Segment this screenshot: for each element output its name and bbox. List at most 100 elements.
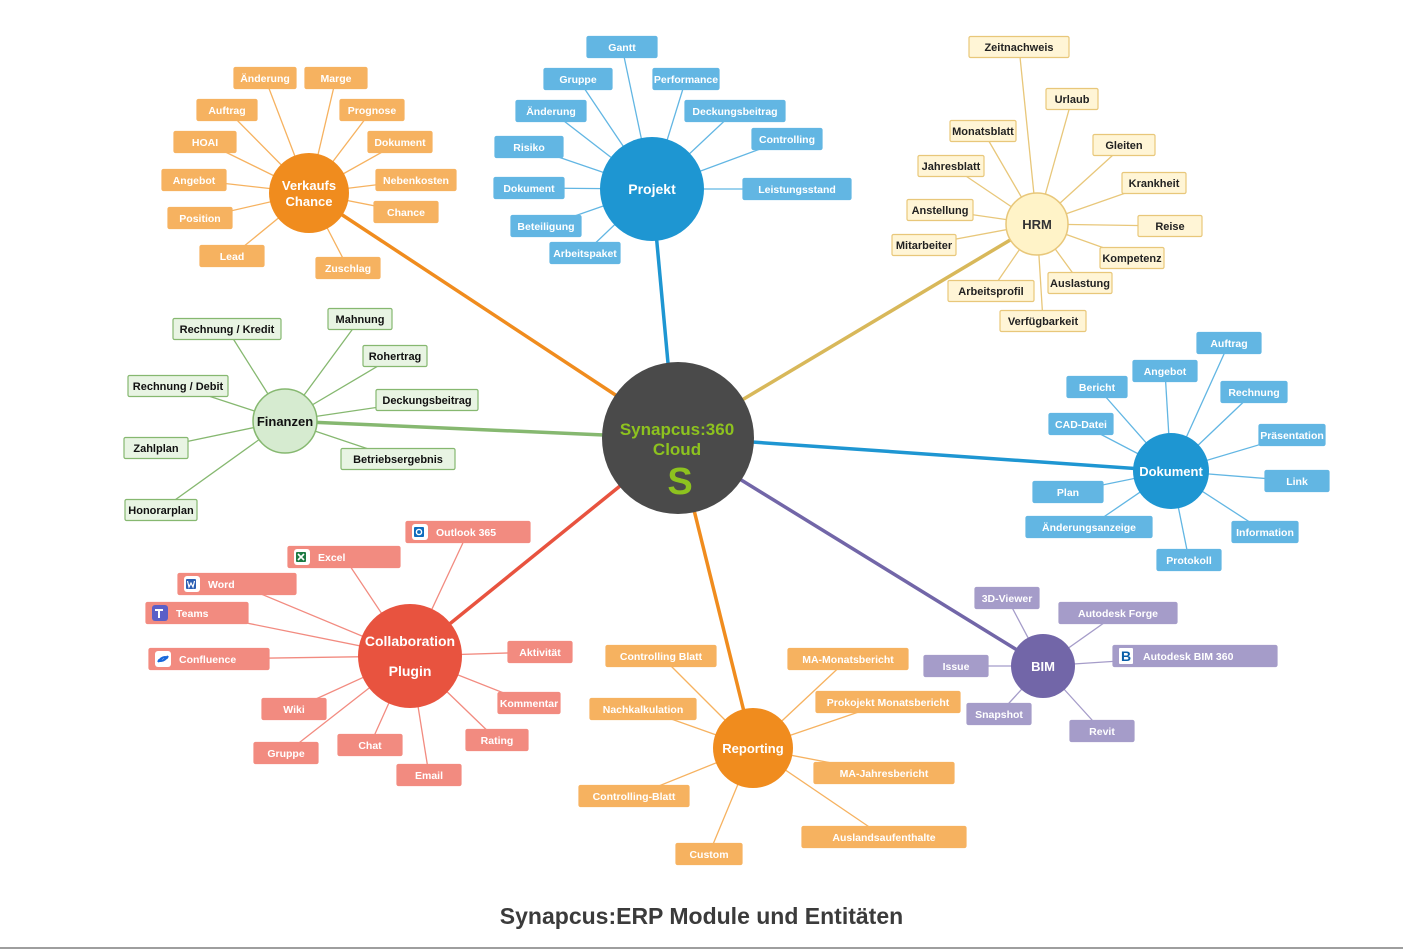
- reporting-leaf-ma-jahresbericht[interactable]: MA-Jahresbericht: [813, 761, 955, 785]
- reporting-leaf-prokojekt-monatsbericht[interactable]: Prokojekt Monatsbericht: [815, 690, 961, 714]
- bim-leaf-autodesk-forge[interactable]: Autodesk Forge: [1058, 601, 1178, 625]
- hrm-leaf-krankheit[interactable]: Krankheit: [1121, 171, 1187, 195]
- projekt-leaf-gantt[interactable]: Gantt: [586, 35, 658, 59]
- reporting-leaf-controlling-blatt[interactable]: Controlling Blatt: [605, 644, 717, 668]
- hrm-hub[interactable]: HRM: [1005, 192, 1069, 256]
- reporting-hub[interactable]: Reporting: [713, 708, 793, 788]
- verkauf-leaf-marge[interactable]: Marge: [304, 66, 368, 90]
- bim-leaf-revit[interactable]: Revit: [1069, 719, 1135, 743]
- finanzen-leaf-rohertrag[interactable]: Rohertrag: [362, 344, 428, 368]
- hrm-leaf-kompetenz[interactable]: Kompetenz: [1099, 246, 1165, 270]
- collab-leaf-email[interactable]: Email: [396, 763, 462, 787]
- collab-leaf-label: Chat: [358, 740, 382, 752]
- projekt-leaf-aenderung[interactable]: Änderung: [515, 99, 587, 123]
- verkauf-leaf-aenderung[interactable]: Änderung: [233, 66, 297, 90]
- collab-leaf-outlook-365[interactable]: Outlook 365: [405, 520, 531, 544]
- collab-leaf-confluence[interactable]: Confluence: [148, 647, 270, 671]
- projekt-leaf-controlling[interactable]: Controlling: [751, 127, 823, 151]
- collab-leaf-rating[interactable]: Rating: [465, 728, 529, 752]
- finanzen-leaf-honorarplan[interactable]: Honorarplan: [124, 498, 198, 522]
- hrm-leaf-arbeitsprofil[interactable]: Arbeitsprofil: [947, 279, 1035, 303]
- synapcus-logo-icon: S: [667, 461, 692, 503]
- verkauf-leaf-nebenkosten[interactable]: Nebenkosten: [375, 168, 457, 192]
- dokument-leaf-angebot[interactable]: Angebot: [1132, 359, 1198, 383]
- finanzen-hub[interactable]: Finanzen: [252, 388, 318, 454]
- hrm-leaf-urlaub[interactable]: Urlaub: [1045, 87, 1099, 111]
- hrm-leaf-verfuegbarkeit[interactable]: Verfügbarkeit: [999, 309, 1087, 333]
- reporting-leaf-label: Auslandsaufenthalte: [832, 832, 935, 844]
- hrm-leaf-zeitnachweis[interactable]: Zeitnachweis: [968, 35, 1070, 59]
- collab-leaf-word[interactable]: Word: [177, 572, 297, 596]
- projekt-leaf-arbeitspaket[interactable]: Arbeitspaket: [549, 241, 621, 265]
- dokument-leaf-link[interactable]: Link: [1264, 469, 1330, 493]
- reporting-leaf-label: Prokojekt Monatsbericht: [827, 697, 950, 709]
- projekt-leaf-performance[interactable]: Performance: [652, 67, 720, 91]
- hrm-leaf-jahresblatt[interactable]: Jahresblatt: [917, 154, 985, 178]
- finanzen-leaf-rechnung-debit[interactable]: Rechnung / Debit: [127, 374, 229, 398]
- bim-leaf-3d-viewer[interactable]: 3D-Viewer: [974, 586, 1040, 610]
- verkauf-leaf-chance[interactable]: Chance: [373, 200, 439, 224]
- projekt-leaf-leistungsstand[interactable]: Leistungsstand: [742, 177, 852, 201]
- projekt-leaf-dokument[interactable]: Dokument: [493, 176, 565, 200]
- projekt-leaf-gruppe[interactable]: Gruppe: [543, 67, 613, 91]
- hrm-leaf-reise[interactable]: Reise: [1137, 214, 1203, 238]
- collab-leaf-teams[interactable]: Teams: [145, 601, 249, 625]
- bim-leaf-snapshot[interactable]: Snapshot: [966, 702, 1032, 726]
- finanzen-leaf-zahlplan[interactable]: Zahlplan: [123, 436, 189, 460]
- dokument-leaf-information[interactable]: Information: [1231, 520, 1299, 544]
- finanzen-leaf-mahnung[interactable]: Mahnung: [327, 307, 393, 331]
- dokument-leaf-protokoll[interactable]: Protokoll: [1156, 548, 1222, 572]
- verkauf-leaf-dokument[interactable]: Dokument: [367, 130, 433, 154]
- reporting-leaf-auslandsaufenthalte[interactable]: Auslandsaufenthalte: [801, 825, 967, 849]
- dokument-hub[interactable]: Dokument: [1133, 433, 1209, 509]
- reporting-leaf-controlling-blatt[interactable]: Controlling-Blatt: [578, 784, 690, 808]
- collab-leaf-aktivitaet[interactable]: Aktivität: [507, 640, 573, 664]
- verkauf-leaf-lead[interactable]: Lead: [199, 244, 265, 268]
- dokument-leaf-cad-datei[interactable]: CAD-Datei: [1048, 412, 1114, 436]
- finanzen-edge: [284, 419, 605, 437]
- hrm-leaf-gleiten[interactable]: Gleiten: [1092, 133, 1156, 157]
- verkauf-leaf-prognose[interactable]: Prognose: [339, 98, 405, 122]
- dokument-leaf-plan[interactable]: Plan: [1032, 480, 1104, 504]
- projekt-leaf-risiko[interactable]: Risiko: [494, 135, 564, 159]
- projekt-leaf-deckungsbeitrag[interactable]: Deckungsbeitrag: [684, 99, 786, 123]
- dokument-leaf-bericht[interactable]: Bericht: [1066, 375, 1128, 399]
- dokument-leaf-aenderungsanzeige[interactable]: Änderungsanzeige: [1025, 515, 1153, 539]
- verkauf-leaf-angebot[interactable]: Angebot: [161, 168, 227, 192]
- collab-leaf-label: Aktivität: [519, 647, 561, 659]
- reporting-leaf-nachkalkulation[interactable]: Nachkalkulation: [589, 697, 697, 721]
- verkauf-leaf-hoai[interactable]: HOAI: [173, 130, 237, 154]
- collab-leaf-kommentar[interactable]: Kommentar: [497, 691, 561, 715]
- confluence-icon: [155, 651, 171, 667]
- reporting-leaf-ma-monatsbericht[interactable]: MA-Monatsbericht: [787, 647, 909, 671]
- center-node[interactable]: Synapcus:360 Cloud S: [602, 362, 754, 514]
- finanzen-leaf-label: Zahlplan: [133, 443, 179, 455]
- dokument-leaf-praesentation[interactable]: Präsentation: [1258, 423, 1326, 447]
- collab-leaf-gruppe[interactable]: Gruppe: [253, 741, 319, 765]
- verkauf-leaf-position[interactable]: Position: [167, 206, 233, 230]
- dokument-leaf-rechnung[interactable]: Rechnung: [1220, 380, 1288, 404]
- hrm-leaf-monatsblatt[interactable]: Monatsblatt: [949, 119, 1017, 143]
- finanzen-leaf-rechnung-kredit[interactable]: Rechnung / Kredit: [172, 317, 282, 341]
- verkauf-leaf-label: Chance: [387, 207, 425, 219]
- collab-leaf-excel[interactable]: Excel: [287, 545, 401, 569]
- projekt-leaf-beteiligung[interactable]: Beteiligung: [510, 214, 582, 238]
- verkauf-leaf-auftrag[interactable]: Auftrag: [196, 98, 258, 122]
- collab-leaf-wiki[interactable]: Wiki: [261, 697, 327, 721]
- hrm-leaf-auslastung[interactable]: Auslastung: [1047, 271, 1113, 295]
- collab-leaf-chat[interactable]: Chat: [337, 733, 403, 757]
- finanzen-leaf-deckungsbeitrag[interactable]: Deckungsbeitrag: [375, 388, 479, 412]
- projekt-hub[interactable]: Projekt: [600, 137, 704, 241]
- reporting-leaf-custom[interactable]: Custom: [675, 842, 743, 866]
- hrm-leaf-mitarbeiter[interactable]: Mitarbeiter: [891, 233, 957, 257]
- verkauf-leaf-zuschlag[interactable]: Zuschlag: [315, 256, 381, 280]
- bim-hub[interactable]: BIM: [1011, 634, 1075, 698]
- finanzen-leaf-betriebsergebnis[interactable]: Betriebsergebnis: [340, 447, 456, 471]
- bim-leaf-issue[interactable]: Issue: [923, 654, 989, 678]
- projekt-leaf-label: Arbeitspaket: [553, 248, 617, 260]
- dokument-leaf-auftrag[interactable]: Auftrag: [1196, 331, 1262, 355]
- hrm-leaf-anstellung[interactable]: Anstellung: [906, 198, 974, 222]
